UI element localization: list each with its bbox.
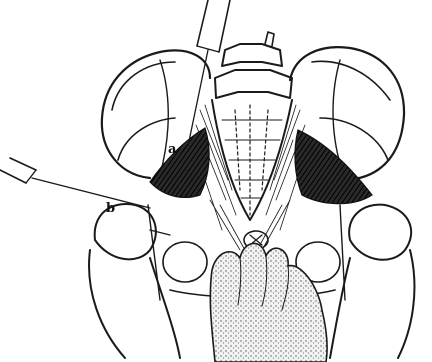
sacrum-and-lumbar-spine <box>212 32 292 220</box>
left-muscle-bundle <box>150 128 209 197</box>
left-hip-joint <box>89 204 180 358</box>
right-hip-joint <box>330 205 414 358</box>
right-muscle-bundle <box>295 130 372 204</box>
examining-hand <box>210 243 327 362</box>
label-a: a <box>168 142 177 157</box>
needle-b <box>0 158 150 208</box>
label-b: b <box>106 201 115 216</box>
